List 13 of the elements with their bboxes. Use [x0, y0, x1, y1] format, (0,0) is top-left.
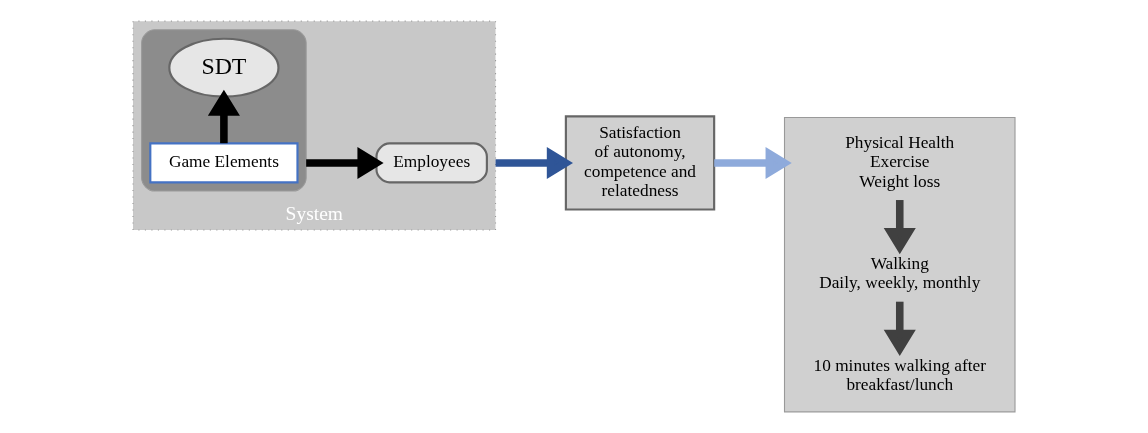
node-text: Physical Health Exercise Weight loss [845, 132, 955, 191]
arrow [306, 146, 384, 179]
arrow [207, 89, 240, 144]
node-box: Game Elements [149, 142, 299, 184]
arrow [714, 146, 792, 179]
node-ellipse: SDT [168, 37, 280, 98]
cluster [141, 29, 307, 192]
arrow [495, 146, 573, 179]
cluster [783, 116, 1016, 413]
node-text: 10 minutes walking after breakfast/lunch [813, 355, 986, 394]
node-box: Satisfaction of autonomy, competence and relatedness [564, 115, 716, 211]
node-text: Walking Daily, weekly, monthly [819, 253, 981, 293]
node-box: Employees [375, 142, 488, 184]
